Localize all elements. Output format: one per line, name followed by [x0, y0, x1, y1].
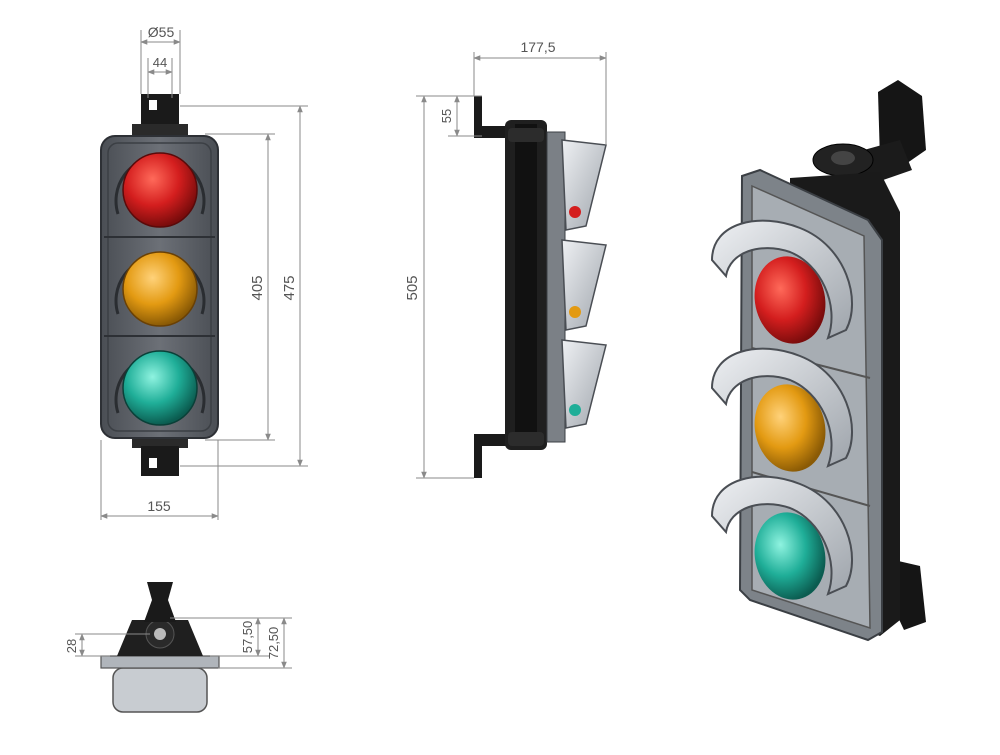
label-mount-offset: 28	[64, 639, 79, 653]
bottom-view: 28 57,50 72,50	[64, 582, 292, 713]
front-view: Ø55 44 405 475 155	[100, 24, 308, 520]
dim-housing-width: 155	[100, 440, 219, 520]
label-housing-width: 155	[147, 498, 171, 514]
label-depth-a: 57,50	[240, 621, 255, 654]
label-bracket-width: 44	[153, 55, 167, 70]
dim-total-depth: 177,5	[473, 39, 607, 145]
dim-mount-offset: 28	[64, 633, 150, 657]
dim-lens-diameter: Ø55	[140, 24, 181, 94]
side-visors	[561, 139, 607, 429]
iso-green-lamp	[754, 512, 826, 600]
dim-depth-b: 72,50	[218, 617, 292, 669]
label-bracket-offset: 55	[439, 109, 454, 123]
amber-lamp	[122, 251, 198, 327]
label-total-depth: 177,5	[520, 39, 555, 55]
dim-bracket-width: 44	[147, 55, 173, 98]
label-lens-diameter: Ø55	[148, 24, 175, 40]
dim-depth-a: 57,50	[170, 617, 270, 657]
iso-amber-lamp	[754, 384, 826, 472]
isometric-view	[710, 80, 926, 642]
green-lamp	[122, 350, 198, 426]
side-view: 177,5 55 505	[404, 39, 607, 479]
iso-red-lamp	[754, 256, 826, 344]
dim-total-height: 475	[180, 105, 308, 467]
label-housing-height: 405	[249, 275, 266, 300]
bottom-bracket	[132, 436, 188, 476]
label-side-total-height: 505	[404, 275, 421, 300]
top-bracket	[132, 94, 188, 136]
dim-side-total-height: 505	[404, 95, 474, 479]
label-depth-b: 72,50	[266, 627, 281, 660]
dim-housing-height: 405	[205, 133, 275, 441]
label-total-height: 475	[281, 275, 298, 300]
red-lamp	[122, 152, 198, 228]
